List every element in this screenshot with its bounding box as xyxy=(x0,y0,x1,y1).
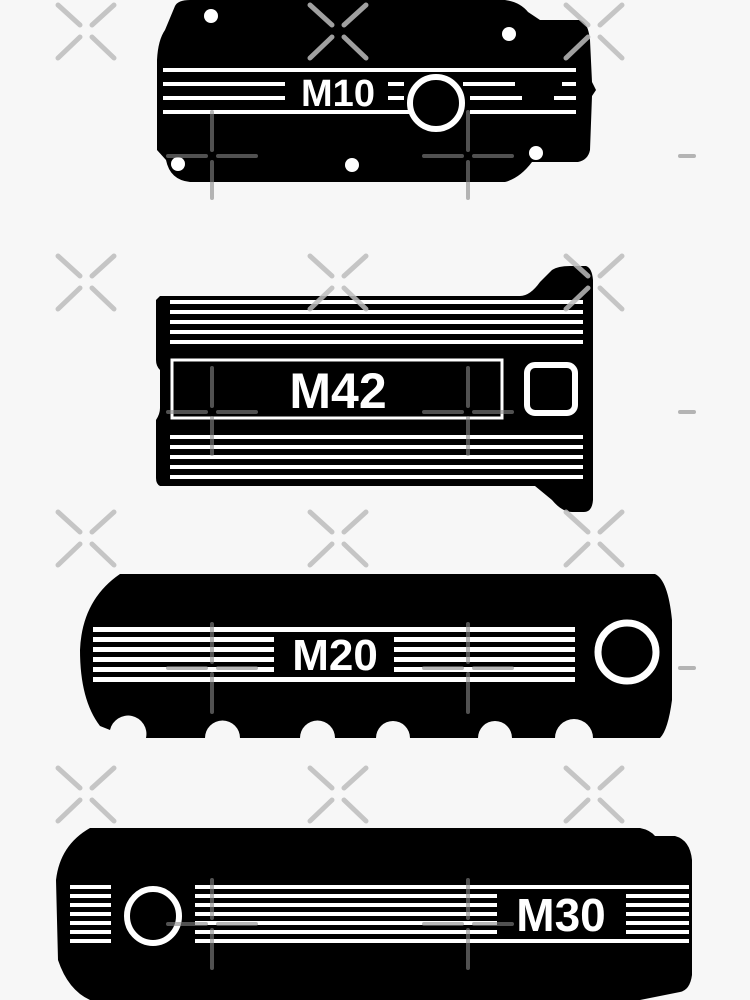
m30-label: M30 xyxy=(516,889,605,941)
m30-valve-cover: M30 xyxy=(56,828,692,1000)
m42-valve-cover: M42 xyxy=(156,266,593,512)
m42-label: M42 xyxy=(289,363,386,419)
m20-valve-cover: M20 xyxy=(80,574,672,738)
m20-label: M20 xyxy=(292,631,378,680)
m10-valve-cover: M10 xyxy=(157,0,596,182)
watermark-x-marks xyxy=(55,2,625,824)
watermark-plus-marks xyxy=(166,110,696,970)
m10-label: M10 xyxy=(301,73,375,115)
